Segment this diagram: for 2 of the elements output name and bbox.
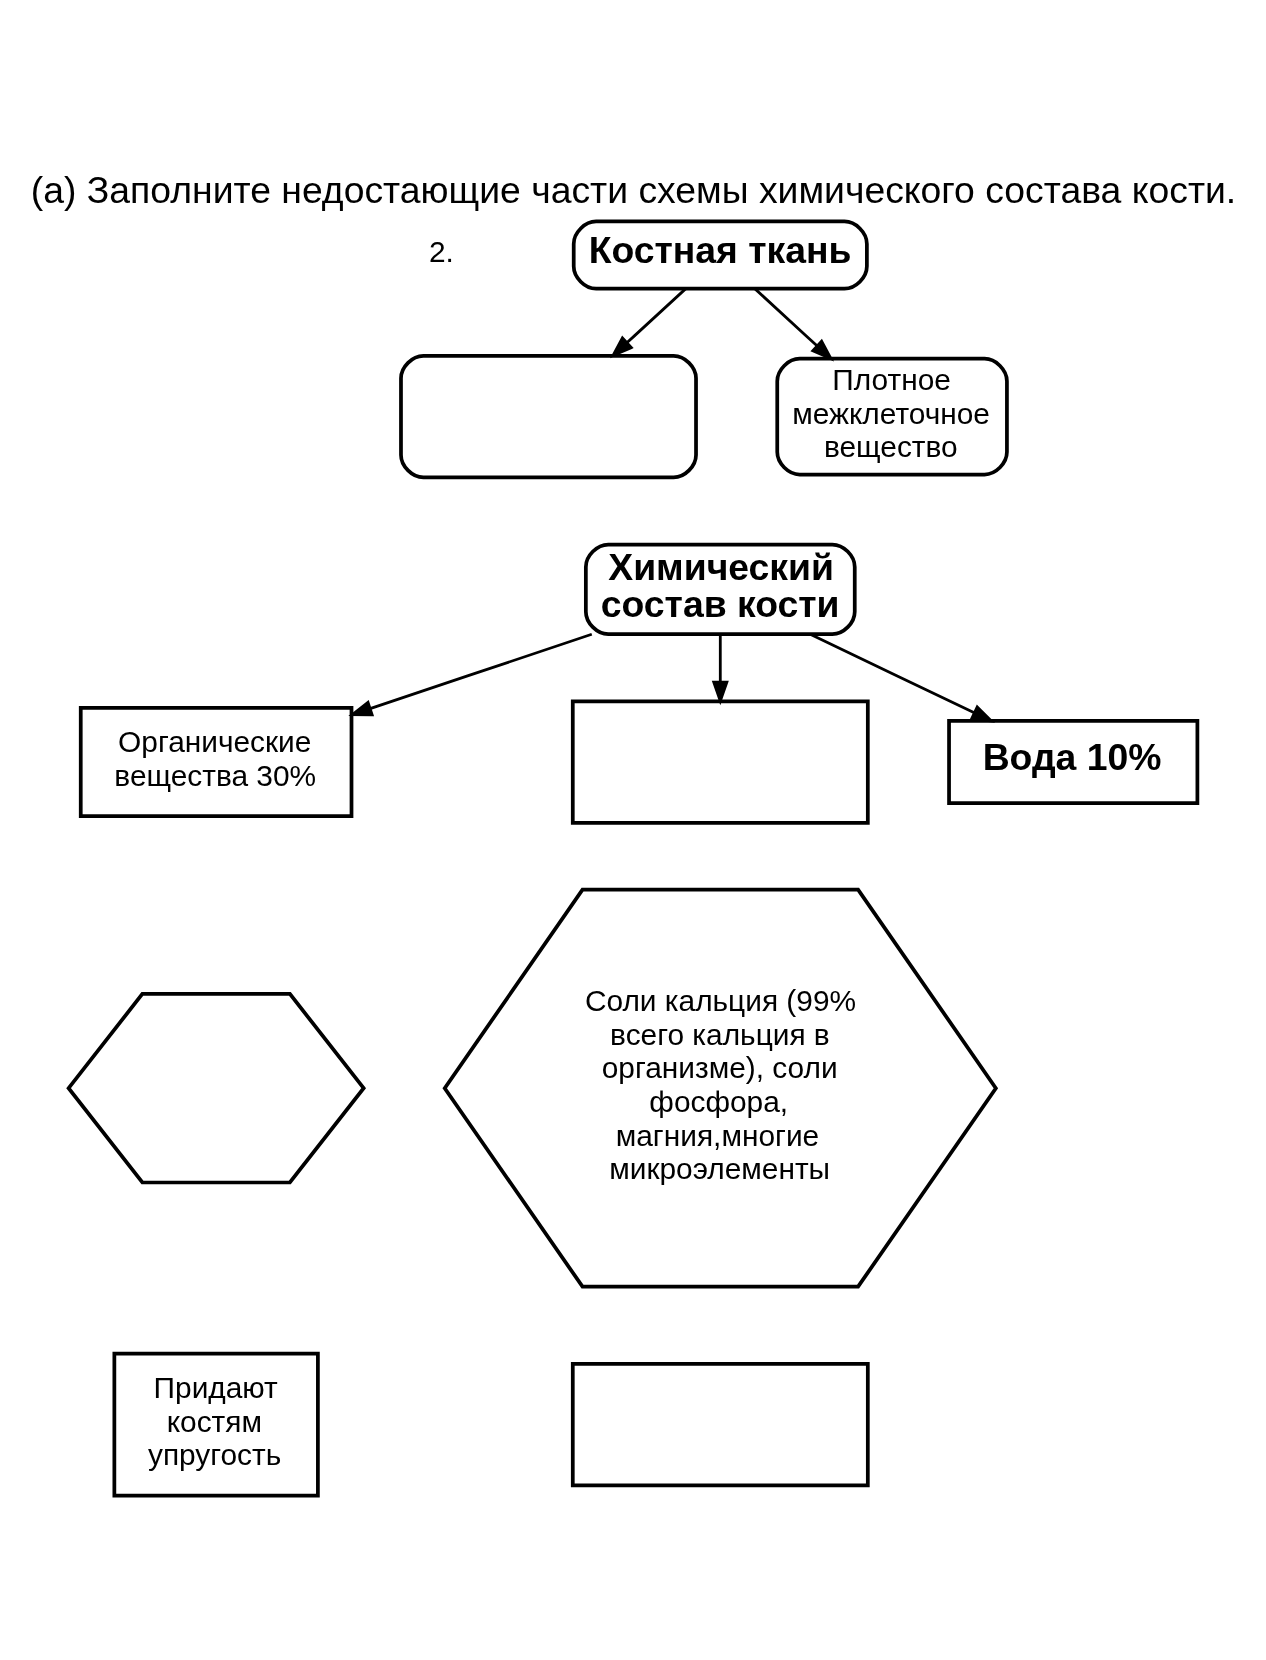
label: 2. bbox=[429, 234, 454, 268]
diagram-title: (а) Заполните недостающие части схемы химического состава кости. bbox=[30, 168, 1237, 211]
